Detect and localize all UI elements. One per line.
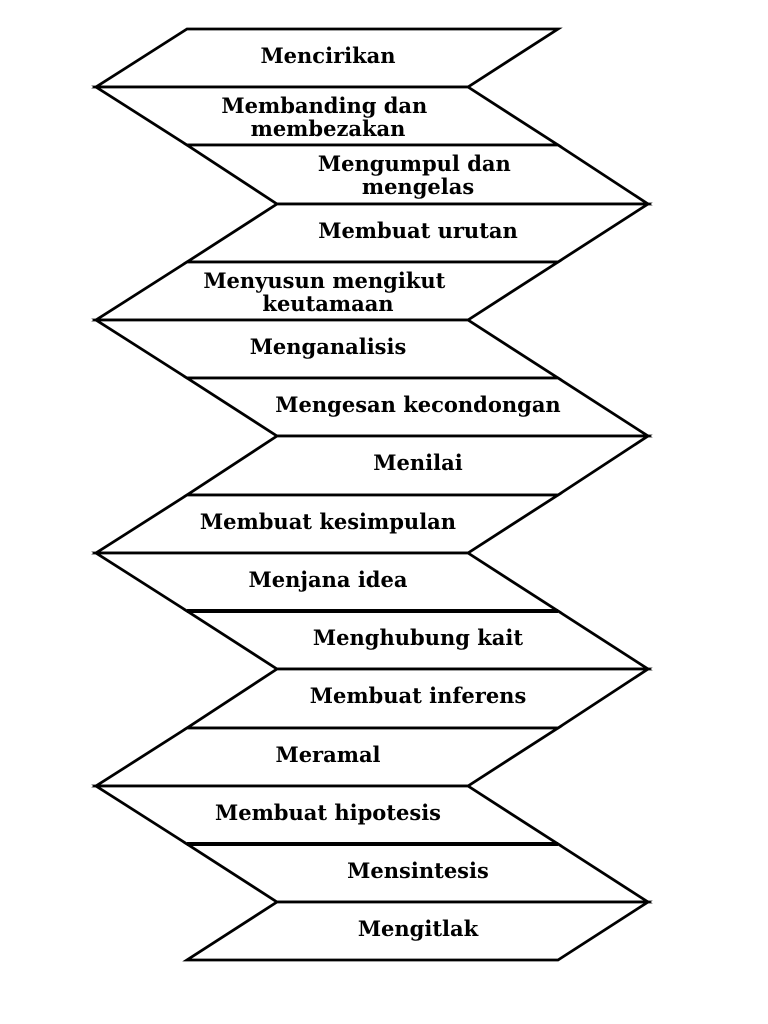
band-mensintesis: Mensintesis [182,842,653,904]
band-shape [182,900,653,962]
band-menjana-idea: Menjana idea [91,551,563,613]
band-menyusun-mengikut-keutamaan: Menyusun mengikut keutamaan [91,260,563,322]
band-menganalisis: Menganalisis [91,318,563,380]
band-mengumpul-dan-mengelas: Mengumpul dan mengelas [182,143,653,206]
band-label: Menilai [373,450,462,475]
band-label: Mencirikan [260,43,395,68]
band-label: Mengumpul dan mengelas [318,151,518,199]
band-label: Menghubung kait [313,625,523,650]
band-label: Menganalisis [250,334,407,359]
band-label: Mengesan kecondongan [275,392,560,417]
band-label: Menjana idea [249,567,408,592]
band-meramal: Meramal [91,726,563,788]
band-membanding-dan-membezakan: Membanding dan membezakan [91,85,563,147]
band-label: Membuat hipotesis [215,800,441,825]
band-membuat-inferens: Membuat inferens [182,667,653,730]
band-mengesan-kecondongan: Mengesan kecondongan [182,376,653,438]
band-label: Meramal [275,742,380,767]
band-mengitlak: Mengitlak [182,900,653,962]
band-label: Membuat urutan [318,218,518,243]
band-label: Membuat inferens [310,683,527,708]
band-label: Membanding dan membezakan [221,93,434,141]
band-membuat-hipotesis: Membuat hipotesis [91,784,563,846]
band-label: Mengitlak [358,916,479,941]
band-menghubung-kait: Menghubung kait [182,609,653,671]
band-membuat-urutan: Membuat urutan [182,202,653,264]
band-mencirikan: Mencirikan [91,27,563,89]
band-label: Mensintesis [347,858,489,883]
band-menilai: Menilai [182,434,653,497]
band-label: Membuat kesimpulan [200,509,456,534]
band-membuat-kesimpulan: Membuat kesimpulan [91,493,563,555]
band-label: Menyusun mengikut keutamaan [203,268,452,316]
